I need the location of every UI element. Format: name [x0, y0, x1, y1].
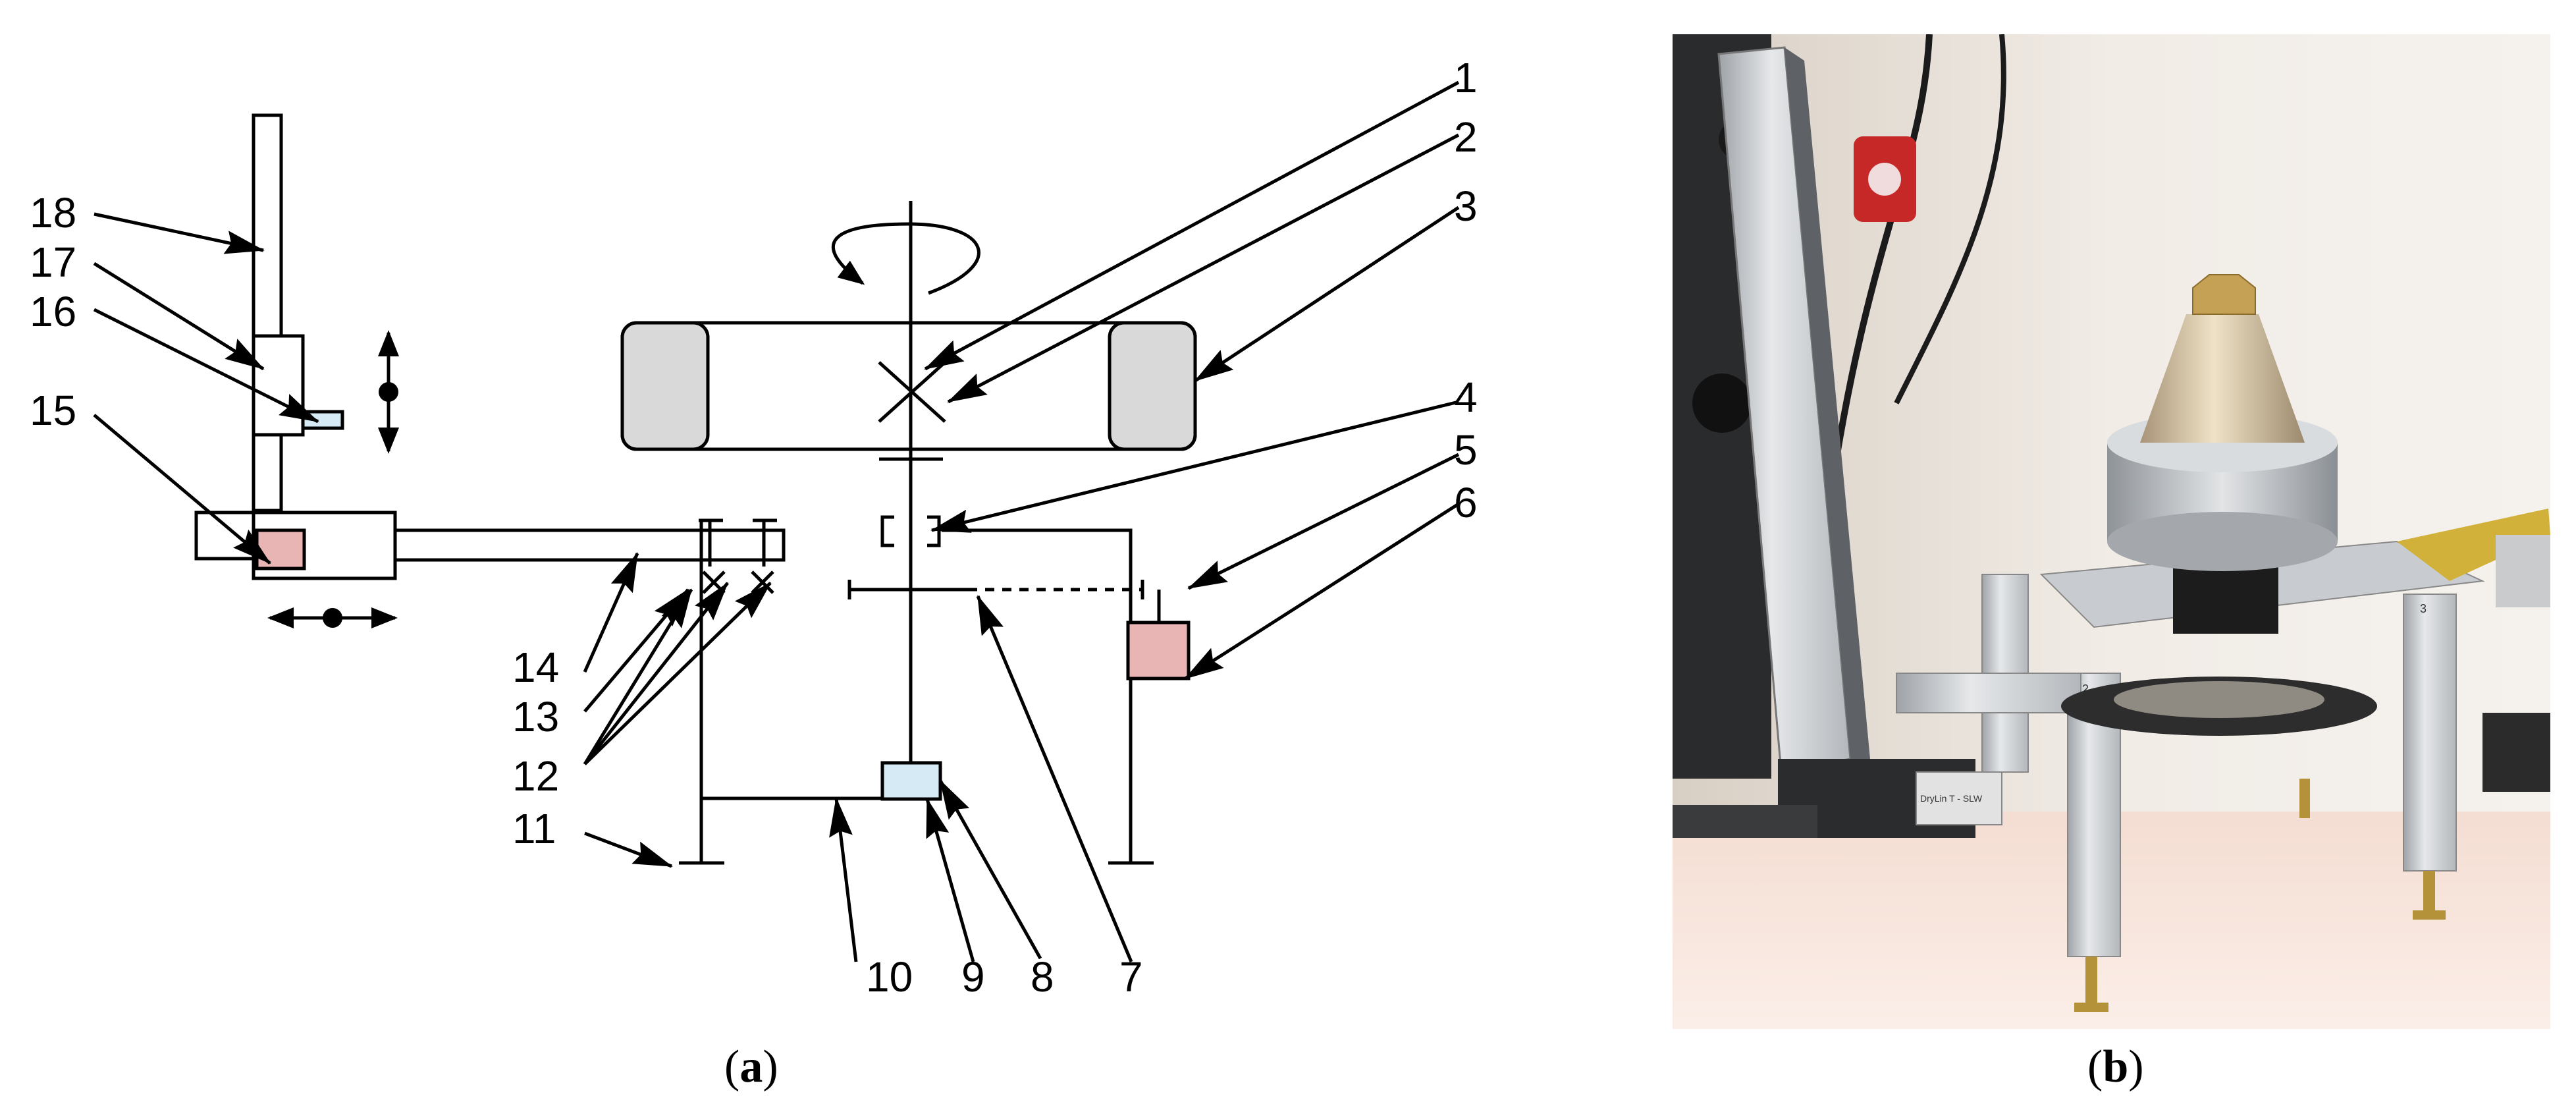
caption-b-open: (	[2087, 1041, 2103, 1092]
slide-label: DryLin T - SLW	[1920, 793, 1983, 804]
horizontal-arm	[393, 528, 786, 562]
callout-15: 15	[30, 387, 76, 434]
callout-14: 14	[512, 644, 559, 691]
callout-6: 6	[1454, 479, 1478, 526]
caption-a-close: )	[763, 1041, 778, 1092]
callout-4: 4	[1454, 374, 1478, 421]
caption-a-letter: a	[739, 1041, 763, 1092]
wheel-rim-left	[620, 321, 710, 451]
callout-9: 9	[961, 953, 985, 1001]
callout-8: 8	[1031, 953, 1054, 1001]
profile-mark-2: 2	[2082, 682, 2089, 696]
vertical-carriage	[252, 334, 305, 437]
caption-b: (b)	[2087, 1041, 2144, 1094]
caption-b-letter: b	[2103, 1041, 2129, 1092]
caption-b-close: )	[2128, 1041, 2144, 1092]
cone	[2140, 314, 2305, 443]
photo-panel: DryLin T - SLW 2 3	[1673, 34, 2550, 1029]
callout-2: 2	[1454, 113, 1478, 161]
right-frame	[942, 528, 1133, 863]
profile-mark-3: 3	[2420, 602, 2427, 615]
callout-12: 12	[512, 752, 559, 800]
vertical-column	[252, 113, 283, 512]
callout-11: 11	[512, 805, 556, 852]
profile-front-right	[2403, 594, 2457, 872]
callout-1: 1	[1454, 54, 1478, 101]
callout-16: 16	[30, 288, 76, 335]
hex-nut	[2192, 274, 2256, 315]
sensor-9	[880, 761, 942, 801]
caption-a: (a)	[724, 1041, 778, 1094]
sensor-15	[255, 528, 306, 570]
callout-10: 10	[866, 953, 913, 1001]
callout-5: 5	[1454, 426, 1478, 474]
callout-13: 13	[512, 693, 559, 740]
caption-a-open: (	[724, 1041, 740, 1092]
sensor-16	[301, 410, 344, 430]
callout-17: 17	[30, 238, 76, 286]
horizontal-slide-body	[194, 511, 256, 561]
rotation-arrow	[832, 222, 980, 295]
callout-7: 7	[1119, 953, 1143, 1001]
callout-3: 3	[1454, 182, 1478, 230]
sensor-6	[1126, 621, 1191, 680]
schematic-diagram: 1 2 3 4 5 6 7 8 9 10 11 12 13 14 15 16 1…	[30, 54, 1478, 1001]
wheel-rim-right	[1108, 321, 1197, 451]
callout-18: 18	[30, 189, 76, 236]
